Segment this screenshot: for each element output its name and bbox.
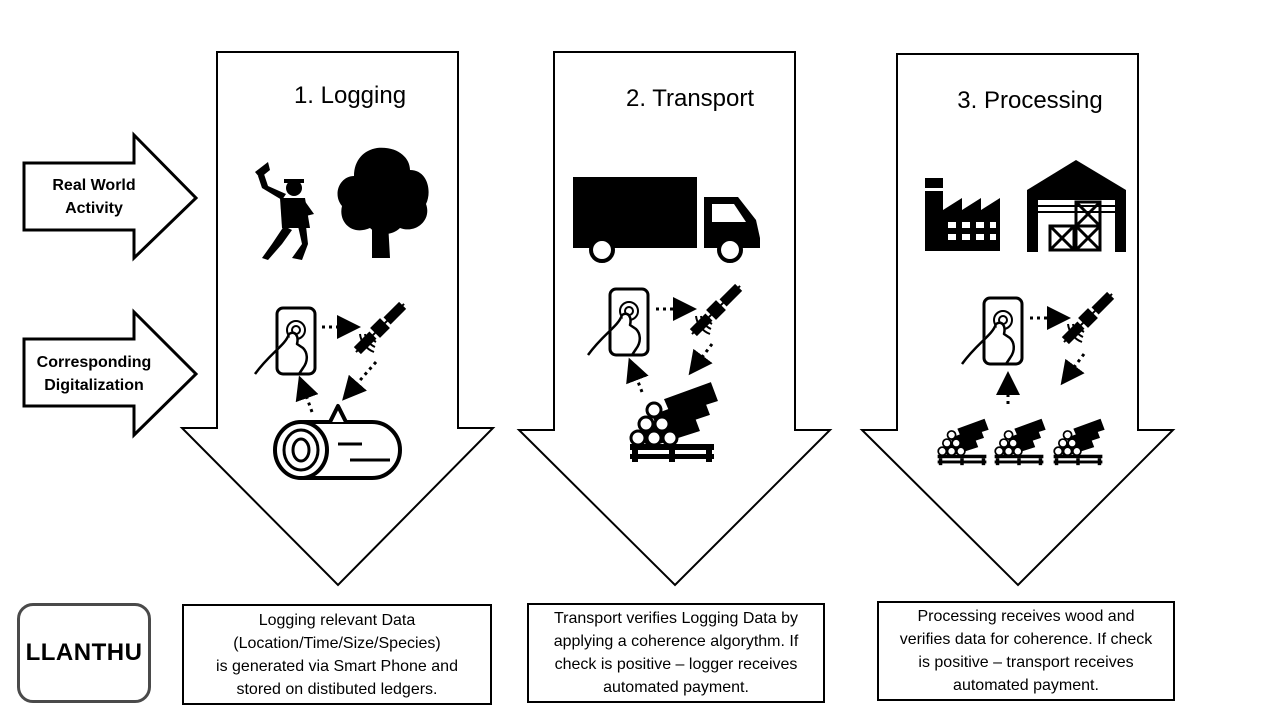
real-world-activity-label: Real World Activity — [52, 177, 136, 217]
dotted-arrow — [295, 375, 319, 413]
processing-description: Processing receives wood and verifies da… — [877, 601, 1175, 701]
factory-icon — [925, 178, 1000, 251]
brand-logo-box: LLANTHU — [17, 603, 151, 703]
real-world-arrow — [22, 131, 199, 262]
corresponding-digitalization-label: Corresponding Digitalization — [36, 354, 152, 394]
truck-icon — [573, 177, 760, 263]
dotted-arrow — [688, 343, 714, 376]
lumberjack-icon — [255, 162, 314, 260]
dotted-arrow — [342, 361, 378, 401]
step-title-transport: 2. Transport — [625, 85, 755, 112]
warehouse-icon — [1027, 160, 1126, 252]
logging-arrow — [179, 51, 496, 587]
dotted-arrow — [1060, 353, 1086, 386]
transport-description: Transport verifies Logging Data by apply… — [527, 603, 825, 703]
dotted-arrow — [626, 357, 649, 393]
step-title-processing: 3. Processing — [957, 87, 1103, 114]
transport-arrow — [516, 51, 833, 587]
tree-icon — [337, 147, 429, 258]
logging-description: Logging relevant Data (Location/Time/Siz… — [182, 604, 492, 705]
brand-name: LLANTHU — [25, 639, 143, 666]
digitalization-arrow — [22, 308, 199, 439]
step-title-logging: 1. Logging — [293, 82, 407, 109]
log-icon — [273, 404, 402, 480]
